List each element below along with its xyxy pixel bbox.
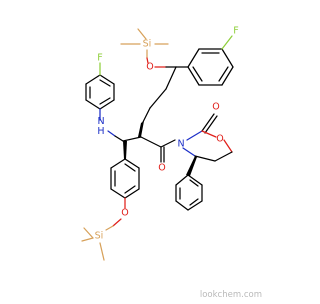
atom-label-o-ring-carbonyl: O	[212, 102, 219, 113]
tms-group-top	[120, 28, 169, 64]
phenyl-ring-otms	[110, 158, 140, 209]
oxazolidinone-ring	[182, 113, 233, 162]
amine-linker	[107, 121, 144, 142]
atom-label-si-bottom: Si	[95, 231, 104, 242]
fluorophenyl-ring-right	[187, 35, 234, 86]
tms-group-bottom	[81, 218, 122, 261]
atom-label-f-right: F	[233, 26, 238, 37]
phenyl-ring-oxazolidinone	[175, 156, 203, 211]
atom-label-o-top: O	[146, 62, 153, 73]
alkyl-chain	[142, 88, 167, 123]
benzylic-carbon	[122, 136, 142, 159]
atom-label-f-left: F	[97, 53, 102, 64]
atom-label-o-ring: O	[216, 134, 223, 145]
atom-label-n-ring: N	[177, 139, 184, 150]
chiral-center-otms	[154, 66, 189, 90]
wedge-bond-stereo	[138, 121, 144, 137]
atom-label-o-carbonyl: O	[158, 163, 165, 174]
carbonyl	[140, 136, 176, 163]
atom-label-si-top: Si	[143, 39, 152, 50]
atom-label-o-bottom: O	[121, 208, 128, 219]
fluorophenyl-ring-left	[85, 62, 115, 121]
watermark-text: lookchem.com	[200, 290, 262, 300]
